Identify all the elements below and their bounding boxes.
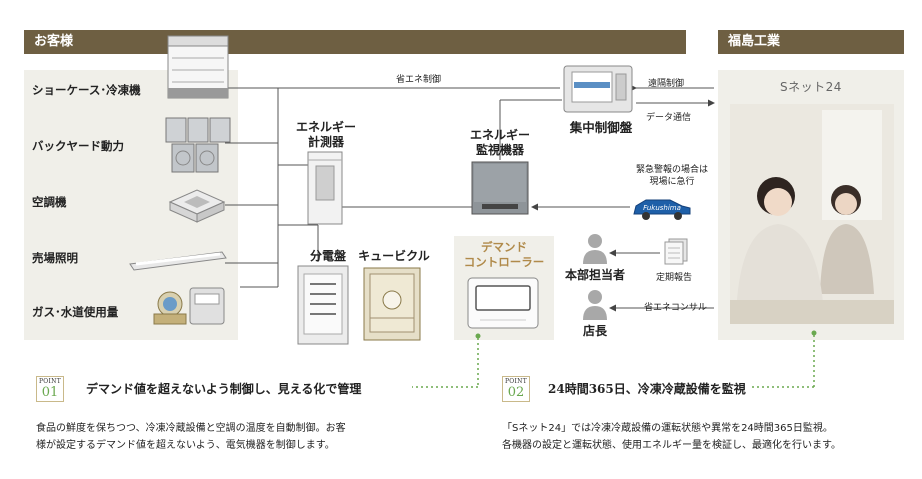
meters-image	[153, 287, 225, 325]
point-01-desc-line1: 食品の鮮度を保ちつつ、冷凍冷蔵設備と空調の温度を自動制御。お客	[36, 423, 346, 434]
equipment-label-aircon: 空調機	[32, 195, 67, 209]
energy-meter-label: エネルギー 計測器	[295, 120, 356, 149]
emergency-label: 緊急警報の場合は 現場に急行	[636, 165, 709, 187]
equipment-label-gas-water: ガス･水道使用量	[32, 305, 119, 319]
cubicle-image	[363, 267, 421, 341]
car-icon: Fukushima	[633, 199, 691, 220]
snet-title: Sネット24	[780, 80, 842, 94]
manager-label: 店長	[582, 324, 607, 338]
car-logo-text: Fukushima	[643, 204, 681, 212]
regular-report-label: 定期報告	[656, 273, 693, 283]
point-01-label: POINT	[38, 378, 62, 385]
energy-meter-image	[307, 151, 343, 225]
company-header: 福島工業	[718, 30, 904, 54]
customer-header-label: お客様	[34, 34, 74, 49]
point-01-number: 01	[41, 385, 59, 400]
point-02-label: POINT	[504, 378, 528, 385]
remote-control-label: 遠隔制御	[648, 79, 685, 89]
distribution-board-label: 分電盤	[309, 249, 346, 263]
central-panel-label: 集中制御盤	[569, 120, 633, 135]
headoffice-label: 本部担当者	[564, 268, 625, 282]
report-document-icon	[664, 238, 688, 265]
operators-photo	[730, 104, 894, 324]
equipment-label-lighting: 売場照明	[32, 251, 78, 265]
headoffice-person-icon	[583, 234, 607, 264]
point-02-number: 02	[507, 385, 525, 400]
point-02-desc-line1: 「Sネット24」では冷凍冷蔵設備の運転状態や異常を24時間365日監視。	[502, 423, 833, 434]
cubicle-label: キュービクル	[358, 249, 430, 263]
point-01-title: デマンド値を超えないよう制御し、見える化で管理	[86, 382, 362, 396]
lighting-image	[129, 251, 227, 271]
point-02-title: 24時間365日、冷凍冷蔵設備を監視	[548, 382, 746, 396]
point-02-desc-line2: 各機器の設定と運転状態、使用エネルギー量を検証し、最適化を行います。	[502, 440, 841, 451]
aircon-image	[168, 189, 226, 223]
central-panel-image	[563, 65, 633, 113]
energy-monitor-label: エネルギー 監視機器	[469, 128, 530, 157]
customer-header: お客様	[24, 30, 686, 54]
point-02-badge: POINT 02	[502, 376, 530, 402]
equipment-label-showcase: ショーケース･冷凍機	[32, 83, 141, 97]
distribution-board-image	[297, 265, 349, 345]
showcase-image	[167, 35, 229, 99]
equipment-label-backyard: バックヤード動力	[32, 139, 124, 153]
point-01-desc-line2: 様が設定するデマンド値を超えないよう、電気機器を制御します。	[36, 440, 335, 451]
company-header-label: 福島工業	[728, 34, 781, 49]
energy-monitor-image	[471, 161, 529, 215]
demand-controller-label: デマンド コントローラー	[463, 240, 545, 269]
demand-controller-image	[467, 277, 539, 329]
consulting-label: 省エネコンサル	[644, 303, 707, 313]
point-01-badge: POINT 01	[36, 376, 64, 402]
energy-control-label: 省エネ制御	[396, 75, 442, 85]
backyard-units-image	[165, 117, 231, 173]
data-comm-label: データ通信	[646, 113, 692, 123]
manager-person-icon	[583, 290, 607, 320]
